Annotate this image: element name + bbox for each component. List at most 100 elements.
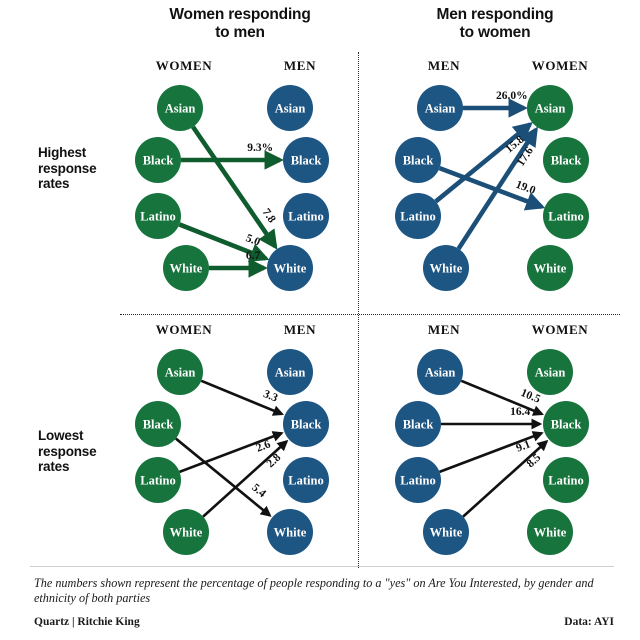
node-label: White — [534, 261, 567, 275]
node-source-latino[interactable]: Latino — [395, 457, 441, 503]
node-label: White — [274, 261, 307, 275]
node-circle — [423, 245, 469, 291]
node-circle — [543, 457, 589, 503]
node-label: Asian — [535, 101, 566, 115]
node-target-asian[interactable]: Asian — [527, 349, 573, 395]
node-target-asian[interactable]: Asian — [267, 85, 313, 131]
node-target-white[interactable]: White — [527, 509, 573, 555]
credit-data: Data: AYI — [564, 616, 614, 628]
node-circle — [135, 457, 181, 503]
node-source-white[interactable]: White — [163, 509, 209, 555]
node-label: Black — [143, 153, 174, 167]
column-header-target: MEN — [284, 58, 316, 73]
node-target-latino[interactable]: Latino — [543, 193, 589, 239]
node-target-black[interactable]: Black — [283, 137, 329, 183]
edge-value-label: 8.5 — [525, 451, 544, 470]
node-circle — [417, 349, 463, 395]
column-header-target: MEN — [284, 322, 316, 337]
footnote-text: The numbers shown represent the percenta… — [34, 576, 594, 605]
node-label: Asian — [425, 365, 456, 379]
node-circle — [527, 85, 573, 131]
node-source-white[interactable]: White — [423, 509, 469, 555]
node-target-white[interactable]: White — [267, 245, 313, 291]
panel-title-right-line2: to women — [459, 24, 531, 41]
node-target-white[interactable]: White — [527, 245, 573, 291]
row-label-highest-line2: response — [38, 160, 97, 176]
node-label: White — [274, 525, 307, 539]
node-label: Asian — [275, 101, 306, 115]
node-label: Latino — [400, 473, 435, 487]
node-source-black[interactable]: Black — [135, 137, 181, 183]
node-source-black[interactable]: Black — [395, 401, 441, 447]
edge-layer: 3.32.62.85.4 — [174, 379, 289, 518]
node-circle — [157, 85, 203, 131]
edge-value-label: 5.4 — [249, 482, 268, 501]
node-label: Latino — [140, 209, 175, 223]
node-circle — [423, 509, 469, 555]
edge-line — [202, 439, 289, 518]
node-circle — [395, 193, 441, 239]
node-label: Black — [403, 417, 434, 431]
node-source-asian[interactable]: Asian — [417, 85, 463, 131]
node-circle — [527, 509, 573, 555]
node-circle — [163, 245, 209, 291]
edge-value-label: 6.7 — [246, 250, 261, 262]
edge-line — [179, 431, 284, 474]
node-target-asian[interactable]: Asian — [267, 349, 313, 395]
node-target-black[interactable]: Black — [543, 137, 589, 183]
vertical-divider — [358, 52, 359, 568]
node-source-white[interactable]: White — [163, 245, 209, 291]
node-circle — [543, 401, 589, 447]
row-label-highest: Highest response rates — [38, 145, 138, 192]
node-source-latino[interactable]: Latino — [135, 193, 181, 239]
node-label: Asian — [275, 365, 306, 379]
node-target-white[interactable]: White — [267, 509, 313, 555]
node-circle — [267, 509, 313, 555]
node-label: Black — [291, 417, 322, 431]
node-source-asian[interactable]: Asian — [157, 349, 203, 395]
footnote-rule — [30, 566, 614, 567]
node-label: Asian — [425, 101, 456, 115]
node-target-black[interactable]: Black — [283, 401, 329, 447]
edge-line — [460, 379, 544, 416]
node-target-latino[interactable]: Latino — [283, 193, 329, 239]
row-label-lowest-line2: response — [38, 443, 97, 459]
node-source-latino[interactable]: Latino — [135, 457, 181, 503]
column-header-source: MEN — [428, 322, 460, 337]
node-source-latino[interactable]: Latino — [395, 193, 441, 239]
edge-value-label: 19.0 — [514, 179, 537, 197]
node-target-latino[interactable]: Latino — [543, 457, 589, 503]
edge-value-label: 26.0% — [496, 90, 528, 102]
row-label-highest-line3: rates — [38, 176, 70, 191]
credit-source: Quartz | Ritchie King — [34, 616, 140, 628]
node-target-latino[interactable]: Latino — [283, 457, 329, 503]
edge-line — [434, 122, 533, 204]
row-label-lowest-line1: Lowest — [38, 428, 84, 443]
edge-layer: 10.516.49.18.5 — [439, 379, 549, 518]
node-source-black[interactable]: Black — [395, 137, 441, 183]
edge-line — [178, 222, 270, 262]
row-label-lowest: Lowest response rates — [38, 428, 138, 475]
node-label: White — [170, 261, 203, 275]
node-circle — [283, 457, 329, 503]
edge-line — [438, 165, 546, 211]
edge-value-label: 5.0 — [244, 232, 262, 249]
column-header-target: WOMEN — [532, 322, 588, 337]
panel-title-left-line1: Women responding — [169, 6, 311, 23]
column-header-source: WOMEN — [156, 322, 212, 337]
node-circle — [267, 349, 313, 395]
node-label: Latino — [548, 473, 583, 487]
node-target-black[interactable]: Black — [543, 401, 589, 447]
edge-layer: 26.0%15.817.619.0 — [434, 90, 546, 250]
node-target-asian[interactable]: Asian — [527, 85, 573, 131]
node-circle — [283, 401, 329, 447]
node-source-asian[interactable]: Asian — [417, 349, 463, 395]
edge-line — [174, 437, 272, 517]
node-circle — [543, 137, 589, 183]
node-source-white[interactable]: White — [423, 245, 469, 291]
edge-line — [191, 125, 278, 250]
node-source-black[interactable]: Black — [135, 401, 181, 447]
node-source-asian[interactable]: Asian — [157, 85, 203, 131]
node-circle — [395, 137, 441, 183]
